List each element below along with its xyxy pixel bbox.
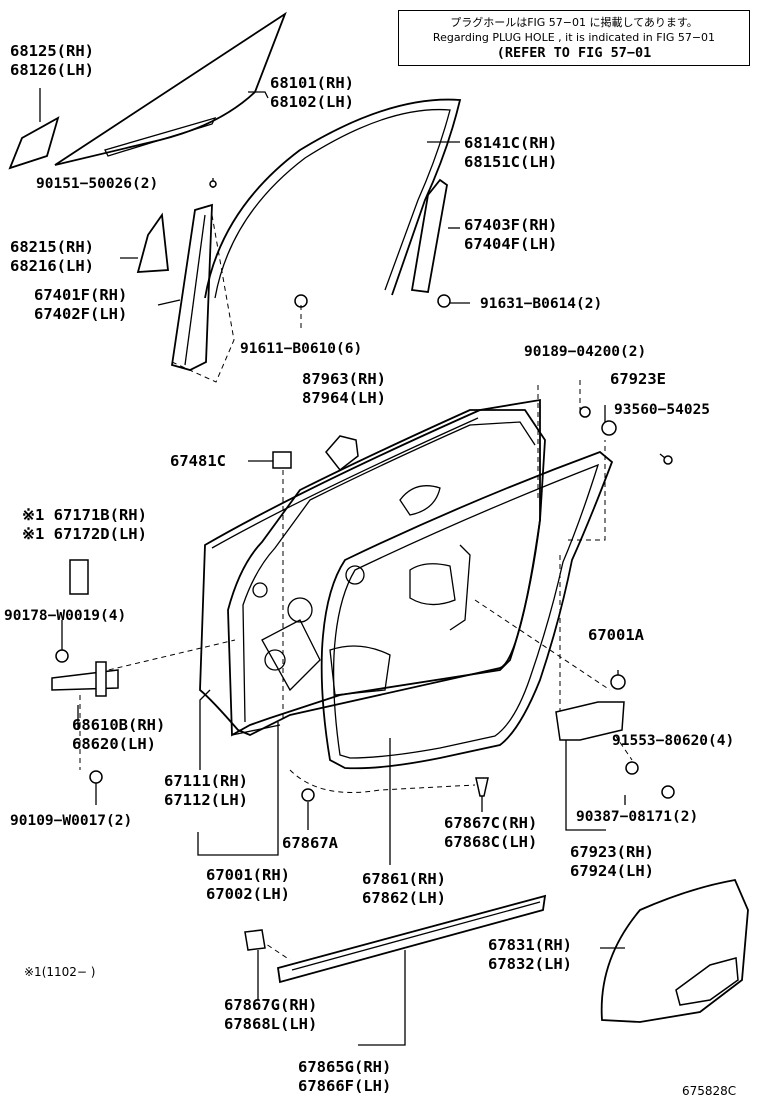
label-91553: 91553−80620(4)	[612, 733, 735, 749]
footnote-applicability: ※1(1102− )	[24, 965, 96, 979]
door-glass	[54, 11, 287, 166]
label-87963: 87963(RH)87964(LH)	[302, 370, 386, 407]
note-line-en: Regarding PLUG HOLE , it is indicated in…	[432, 31, 716, 44]
label-67111: 67111(RH)67112(LH)	[164, 772, 248, 809]
label-67401f: 67401F(RH)67402F(LH)	[34, 286, 128, 323]
label-93560: 93560−54025	[614, 402, 711, 418]
label-67923: 67923(RH)67924(LH)	[570, 843, 654, 880]
figure-code: 675828C	[682, 1084, 737, 1098]
note-line-ref: (REFER TO FIG 57−01	[496, 45, 652, 61]
label-67923e: 67923E	[610, 370, 666, 388]
label-91611: 91611−B0610(6)	[240, 341, 363, 357]
label-68125: 68125(RH)68126(LH)	[10, 42, 94, 79]
label-90151: 90151−50026(2)	[36, 176, 159, 192]
door-trim-panel	[600, 878, 749, 1023]
label-67861: 67861(RH)67862(LH)	[362, 870, 446, 907]
label-67171b: ※1 67171B(RH)※1 67172D(LH)	[22, 506, 147, 543]
label-68141c: 68141C(RH)68151C(LH)	[464, 134, 558, 171]
label-67865g: 67865G(RH)67866F(LH)	[298, 1058, 392, 1095]
label-68101: 68101(RH)68102(LH)	[270, 74, 354, 111]
refer-note: プラグホールはFIG 57−01 に掲載してあります。 Regarding PL…	[398, 10, 750, 66]
label-67481c: 67481C	[170, 452, 226, 470]
label-67831: 67831(RH)67832(LH)	[488, 936, 572, 973]
label-90387: 90387−08171(2)	[576, 809, 699, 825]
label-91631: 91631−B0614(2)	[480, 296, 603, 312]
label-67867g: 67867G(RH)67868L(LH)	[224, 996, 318, 1033]
label-67001: 67001(RH)67002(LH)	[206, 866, 290, 903]
quarter-glass	[8, 116, 60, 170]
label-90189: 90189−04200(2)	[524, 344, 647, 360]
label-67001a: 67001A	[588, 626, 644, 644]
door-shell	[199, 398, 541, 736]
glass-run-channel	[204, 98, 462, 299]
label-90178: 90178−W0019(4)	[4, 608, 127, 624]
label-68215: 68215(RH)68216(LH)	[10, 238, 94, 275]
label-67867c: 67867C(RH)67868C(LH)	[444, 814, 538, 851]
label-90109: 90109−W0017(2)	[10, 813, 133, 829]
label-67403f: 67403F(RH)67404F(LH)	[464, 216, 558, 253]
label-68610b: 68610B(RH)68620(LH)	[72, 716, 166, 753]
door-weatherstrip	[320, 450, 614, 770]
note-line-jp: プラグホールはFIG 57−01 に掲載してあります。	[450, 16, 698, 29]
label-67867a: 67867A	[282, 834, 338, 852]
belt-moulding	[276, 894, 547, 984]
